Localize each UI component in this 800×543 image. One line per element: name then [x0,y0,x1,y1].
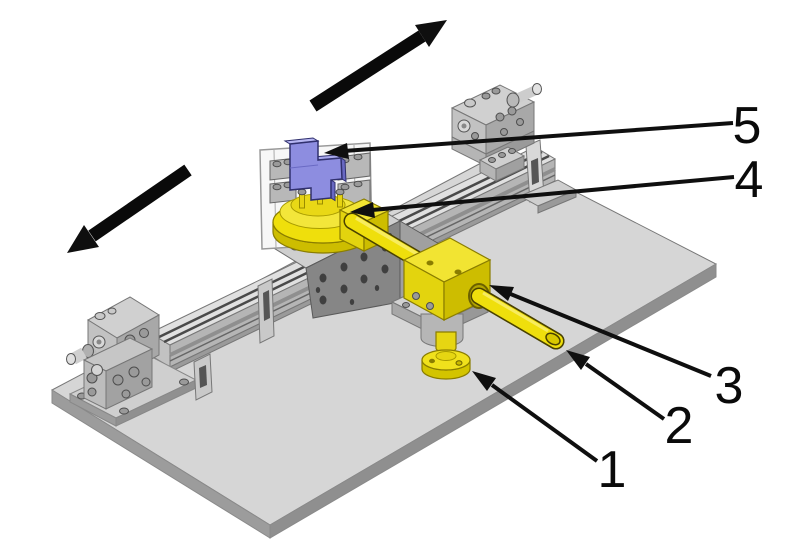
callout-5: 5 [324,97,761,159]
motion-arrow-up-right [309,20,447,112]
arrowhead-icon [489,285,514,301]
callout-label-3: 3 [715,357,744,415]
right-end-block [450,83,578,214]
blue-block-front-face [289,140,343,201]
micrometer-thimble [66,344,97,365]
callout-label-1: 1 [598,441,627,499]
screw-icons [86,364,151,399]
arrowhead-icon [350,202,375,218]
arrowhead-icon [415,20,447,47]
callout-label-4: 4 [735,151,764,209]
push-rod-tip [470,287,565,350]
arrowhead-icon [67,225,99,253]
callouts: 5 4 3 2 1 [324,97,763,499]
blue-block [283,137,347,202]
callout-label-2: 2 [665,397,694,455]
arrowhead-icon [566,350,590,370]
arrowhead-icon [324,143,349,159]
rail-clamp-block [478,146,526,182]
arrowhead-icon [472,371,496,391]
callout-label-5: 5 [733,97,762,155]
callout-2: 2 [566,350,693,455]
yellow-foot [421,331,471,380]
screw-icons [457,87,524,140]
adjust-knob [506,83,542,108]
callout-1: 1 [472,371,626,499]
motion-arrow-down-left [67,164,192,253]
callout-3: 3 [489,285,743,415]
callout-4: 4 [350,151,763,218]
left-end-actuator [66,296,213,427]
